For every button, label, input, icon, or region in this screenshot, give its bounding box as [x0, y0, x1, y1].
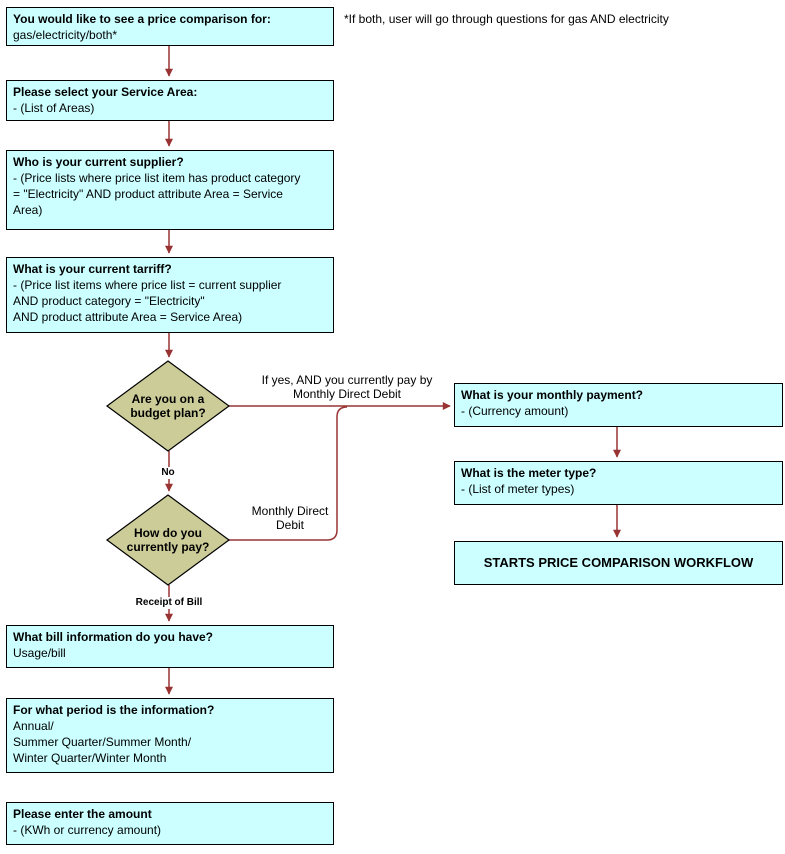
box-starts-workflow: STARTS PRICE COMPARISON WORKFLOW	[454, 541, 783, 585]
box-period: For what period is the information? Annu…	[6, 698, 334, 773]
box-price-comparison: You would like to see a price comparison…	[6, 7, 334, 46]
box-period-title: For what period is the information?	[13, 703, 215, 717]
box-current-supplier: Who is your current supplier? - (Price l…	[6, 150, 334, 230]
box-price-comparison-body: gas/electricity/both*	[13, 28, 118, 42]
box-amount-body: - (KWh or currency amount)	[13, 823, 162, 837]
decision-budget-plan-shape	[105, 360, 231, 452]
edge-label-monthly-direct-debit: Monthly Direct Debit	[251, 504, 329, 532]
edge-label-budget-yes: If yes, AND you currently pay by Monthly…	[261, 373, 433, 401]
box-bill-information-body: Usage/bill	[13, 646, 66, 660]
box-current-supplier-title: Who is your current supplier?	[13, 155, 184, 169]
box-starts-workflow-title: STARTS PRICE COMPARISON WORKFLOW	[483, 555, 754, 570]
box-amount: Please enter the amount - (KWh or curren…	[6, 802, 334, 845]
box-service-area: Please select your Service Area: - (List…	[6, 80, 334, 121]
edge-label-budget-no: No	[156, 467, 180, 479]
box-amount-title: Please enter the amount	[13, 807, 152, 821]
box-meter-type-body: - (List of meter types)	[461, 482, 575, 496]
box-current-tariff-body: - (Price list items where price list = c…	[13, 278, 282, 324]
box-current-tariff: What is your current tarriff? - (Price l…	[6, 257, 334, 333]
decision-payment-method-label: How do you currently pay?	[126, 526, 210, 554]
box-service-area-title: Please select your Service Area:	[13, 85, 198, 99]
box-monthly-payment: What is your monthly payment? - (Currenc…	[454, 383, 783, 427]
connector-monthly-direct-merge	[229, 406, 348, 541]
box-monthly-payment-title: What is your monthly payment?	[461, 388, 644, 402]
decision-payment-method-shape	[105, 494, 231, 586]
box-monthly-payment-body: - (Currency amount)	[461, 404, 569, 418]
box-current-tariff-title: What is your current tarriff?	[13, 262, 172, 276]
footnote-both-option: *If both, user will go through questions…	[344, 12, 669, 26]
box-current-supplier-body: - (Price lists where price list item has…	[13, 171, 301, 217]
box-bill-information: What bill information do you have? Usage…	[6, 625, 334, 668]
box-meter-type: What is the meter type? - (List of meter…	[454, 461, 783, 505]
box-price-comparison-title: You would like to see a price comparison…	[13, 12, 271, 26]
decision-budget-plan-label: Are you on a budget plan?	[130, 392, 206, 420]
box-meter-type-title: What is the meter type?	[461, 466, 597, 480]
box-period-body: Annual/ Summer Quarter/Summer Month/ Win…	[13, 719, 192, 765]
box-service-area-body: - (List of Areas)	[13, 101, 95, 115]
edge-label-receipt-of-bill: Receipt of Bill	[127, 597, 211, 609]
box-bill-information-title: What bill information do you have?	[13, 630, 213, 644]
